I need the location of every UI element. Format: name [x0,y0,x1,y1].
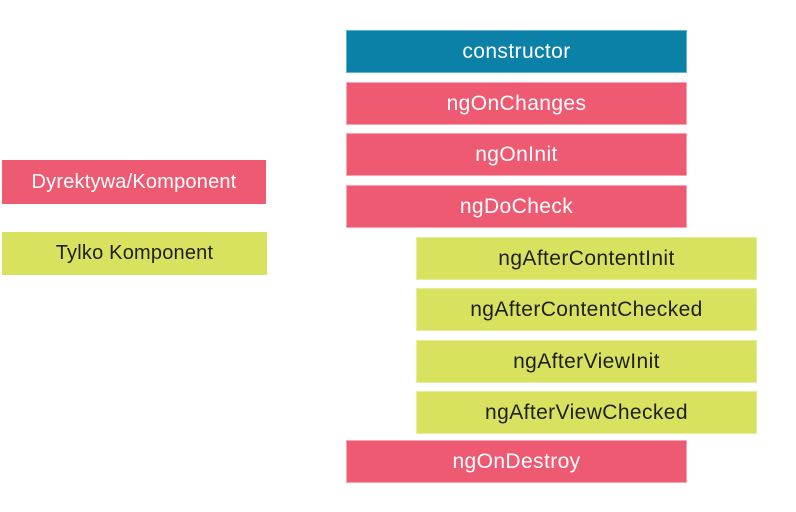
legend-item-component-only: Tylko Komponent [2,232,267,275]
legend-item-directive-component: Dyrektywa/Komponent [2,160,266,204]
lifecycle-box-ngaftercontentinit: ngAfterContentInit [416,237,757,280]
lifecycle-box-label: ngAfterContentInit [498,246,675,270]
lifecycle-box-ngdocheck: ngDoCheck [346,185,687,228]
lifecycle-box-label: ngAfterViewInit [513,349,660,373]
lifecycle-box-label: ngOnDestroy [452,449,581,473]
lifecycle-box-constructor: constructor [346,30,687,73]
lifecycle-box-label: constructor [462,39,571,63]
lifecycle-box-label: ngDoCheck [459,194,574,218]
lifecycle-box-ngoninit: ngOnInit [346,133,687,176]
lifecycle-box-ngafterviewchecked: ngAfterViewChecked [416,391,757,434]
legend-label: Tylko Komponent [55,242,214,264]
lifecycle-box-label: ngAfterContentChecked [470,297,703,321]
lifecycle-box-ngondestroy: ngOnDestroy [346,440,687,483]
lifecycle-box-ngafterviewinit: ngAfterViewInit [416,340,757,383]
lifecycle-box-label: ngAfterViewChecked [485,400,688,424]
lifecycle-box-label: ngOnChanges [446,91,587,115]
legend-label: Dyrektywa/Komponent [31,170,237,193]
lifecycle-box-ngonchanges: ngOnChanges [346,82,687,125]
lifecycle-box-label: ngOnInit [475,142,558,166]
lifecycle-box-ngaftercontentchecked: ngAfterContentChecked [416,288,757,331]
